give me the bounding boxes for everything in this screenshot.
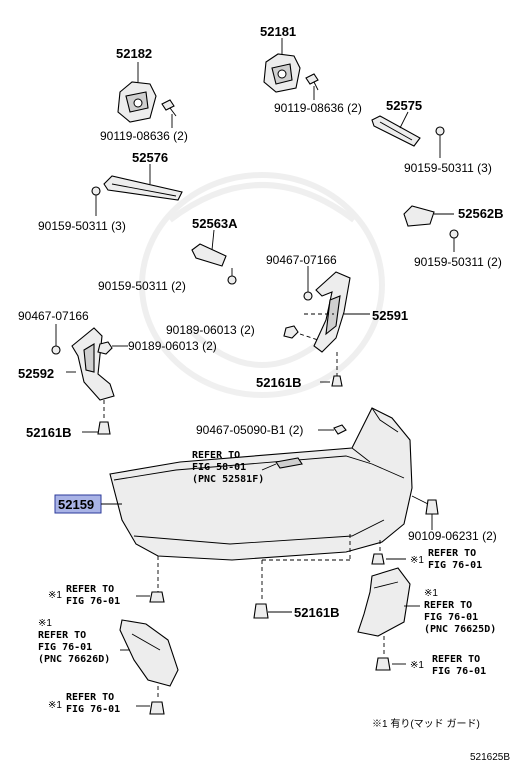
ref-left2-mark: ※1 bbox=[48, 700, 62, 711]
label-90159-left-top[interactable]: 90159-50311 (3) bbox=[38, 219, 126, 233]
label-52562B[interactable]: 52562B bbox=[458, 206, 504, 221]
bolt-90119-right[interactable] bbox=[305, 73, 319, 91]
label-90159-right-top[interactable]: 90159-50311 (3) bbox=[404, 161, 492, 175]
label-52591[interactable]: 52591 bbox=[372, 308, 408, 323]
label-90159-mid-right[interactable]: 90159-50311 (2) bbox=[414, 255, 502, 269]
ref-fig58-line2[interactable]: FIG 58-01 bbox=[192, 462, 246, 473]
ref-left1-line1: REFER TO bbox=[66, 584, 114, 595]
label-90189-right[interactable]: 90189-06013 (2) bbox=[166, 323, 255, 337]
ref-right1-mark: ※1 bbox=[410, 555, 424, 566]
mud-guard-left[interactable] bbox=[119, 619, 179, 687]
label-52575[interactable]: 52575 bbox=[386, 98, 422, 113]
footnote: ※1 有り(マッド ガード) bbox=[372, 717, 480, 730]
ref-fig58-line3: (PNC 52581F) bbox=[192, 474, 264, 485]
ref-right2-line2[interactable]: FIG 76-01 bbox=[432, 666, 486, 677]
label-90189-left[interactable]: 90189-06013 (2) bbox=[128, 339, 217, 353]
part-52592[interactable] bbox=[71, 327, 115, 401]
label-52161B-bottom[interactable]: 52161B bbox=[294, 605, 340, 620]
ref-right1-line2[interactable]: FIG 76-01 bbox=[428, 560, 482, 571]
part-52182[interactable] bbox=[117, 81, 157, 123]
ref-right2-mark: ※1 bbox=[410, 660, 424, 671]
mud-guard-right[interactable] bbox=[357, 567, 411, 637]
clip-52161B-bottom[interactable] bbox=[253, 603, 269, 619]
ref-right-mud-mark: ※1 bbox=[424, 588, 438, 599]
label-52563A[interactable]: 52563A bbox=[192, 216, 238, 231]
ref-right-mud-line2[interactable]: FIG 76-01 bbox=[424, 612, 478, 623]
figure-id: 521625B bbox=[470, 752, 510, 763]
ref-left-mud-line3: (PNC 76626D) bbox=[38, 654, 110, 665]
clip-90189-right[interactable] bbox=[283, 325, 299, 339]
ref-left2-line1: REFER TO bbox=[66, 692, 114, 703]
label-52159[interactable]: 52159 bbox=[58, 497, 94, 512]
bolt-90109[interactable] bbox=[425, 499, 439, 515]
ref-right-mud-line3: (PNC 76625D) bbox=[424, 624, 496, 635]
ref-right-mud-line1: REFER TO bbox=[424, 600, 472, 611]
clip-52161B-right[interactable] bbox=[331, 375, 343, 387]
part-52563A[interactable] bbox=[191, 243, 227, 267]
part-52181[interactable] bbox=[263, 53, 301, 93]
ref-left-mud-line2[interactable]: FIG 76-01 bbox=[38, 642, 92, 653]
ref-left2-line2[interactable]: FIG 76-01 bbox=[66, 704, 120, 715]
clip-90467-right[interactable] bbox=[303, 291, 313, 301]
label-90109[interactable]: 90109-06231 (2) bbox=[408, 529, 497, 543]
part-52159-bumper-cover[interactable] bbox=[109, 407, 413, 561]
part-52576[interactable] bbox=[103, 175, 183, 201]
label-90119-right[interactable]: 90119-08636 (2) bbox=[274, 101, 362, 115]
ref-right2-line1: REFER TO bbox=[432, 654, 480, 665]
label-52576[interactable]: 52576 bbox=[132, 150, 168, 165]
label-52161B-left[interactable]: 52161B bbox=[26, 425, 72, 440]
screw-mudguard-left[interactable] bbox=[149, 701, 165, 715]
clip-90467-bumper[interactable] bbox=[333, 424, 347, 435]
ref-right1-line1: REFER TO bbox=[428, 548, 476, 559]
label-90159-mid-left[interactable]: 90159-50311 (2) bbox=[98, 279, 186, 293]
clip-90189-left[interactable] bbox=[97, 341, 113, 355]
screw-90159-mid-left[interactable] bbox=[227, 275, 237, 285]
part-52591[interactable] bbox=[313, 271, 351, 353]
label-52592[interactable]: 52592 bbox=[18, 366, 54, 381]
ref-fig58-line1: REFER TO bbox=[192, 450, 240, 461]
label-90467-right[interactable]: 90467-07166 bbox=[266, 253, 337, 267]
label-90467-bumper[interactable]: 90467-05090-B1 (2) bbox=[196, 423, 303, 437]
label-52181[interactable]: 52181 bbox=[260, 24, 296, 39]
clip-52161B-left[interactable] bbox=[97, 421, 111, 435]
label-52182[interactable]: 52182 bbox=[116, 46, 152, 61]
ref-left1-line2[interactable]: FIG 76-01 bbox=[66, 596, 120, 607]
clip-left-upper[interactable] bbox=[149, 591, 165, 603]
ref-left1-mark: ※1 bbox=[48, 590, 62, 601]
clip-90467-left[interactable] bbox=[51, 345, 61, 355]
ref-left-mud-mark: ※1 bbox=[38, 618, 52, 629]
screw-90159-mid-right[interactable] bbox=[449, 229, 459, 239]
label-52161B-right[interactable]: 52161B bbox=[256, 375, 302, 390]
label-90467-left[interactable]: 90467-07166 bbox=[18, 309, 89, 323]
label-90119-left[interactable]: 90119-08636 (2) bbox=[100, 129, 188, 143]
bolt-90119-left[interactable] bbox=[161, 99, 177, 117]
screw-lower-right[interactable] bbox=[371, 553, 385, 565]
screw-90159-right-top[interactable] bbox=[435, 126, 445, 136]
part-52562B[interactable] bbox=[403, 205, 435, 227]
screw-mudguard-right[interactable] bbox=[375, 657, 391, 671]
part-52575[interactable] bbox=[371, 115, 421, 147]
screw-90159-left-top[interactable] bbox=[91, 186, 101, 196]
ref-left-mud-line1: REFER TO bbox=[38, 630, 86, 641]
